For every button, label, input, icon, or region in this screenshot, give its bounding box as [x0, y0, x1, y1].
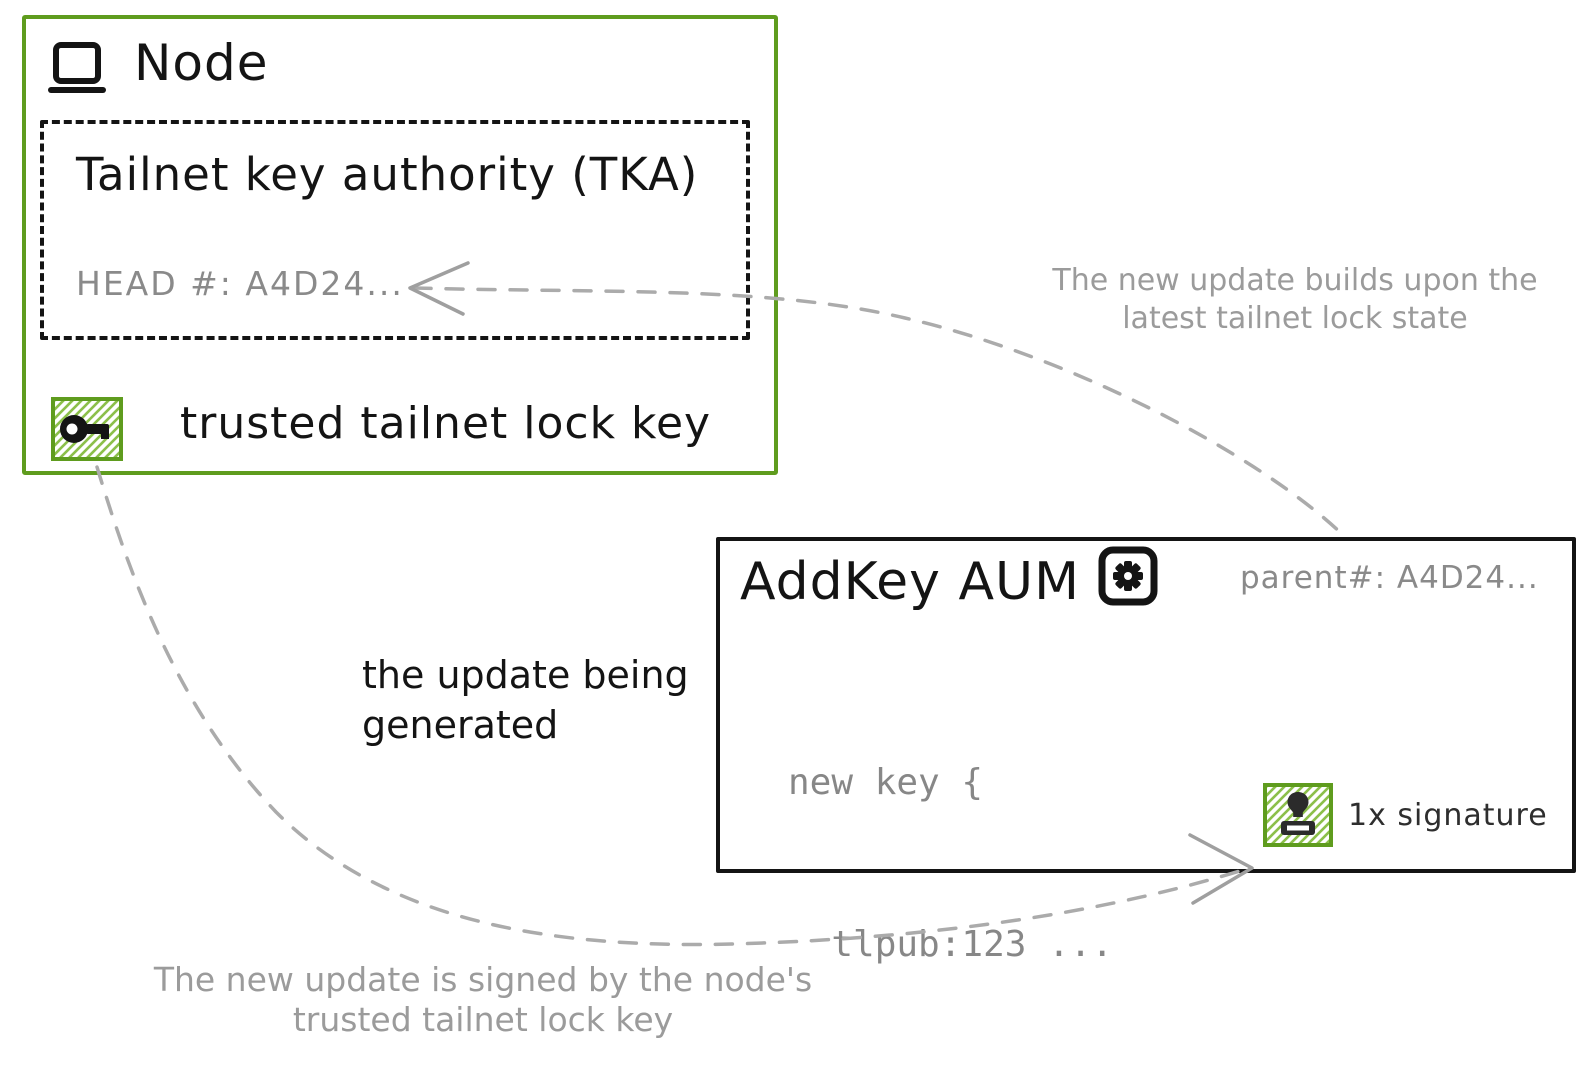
tka-head-hash: HEAD #: A4D24... [76, 264, 404, 303]
trusted-lock-key-label: trusted tailnet lock key [180, 398, 712, 449]
annotation-line: latest tailnet lock state [1122, 301, 1468, 336]
code-line: new key { [788, 762, 984, 803]
code-line: tlpub:123 ... [788, 924, 1114, 965]
aum-box-title: AddKey AUM [740, 552, 1080, 612]
annotation-builds-upon: The new update builds upon the latest ta… [1040, 262, 1550, 338]
tka-box-title: Tailnet key authority (TKA) [76, 148, 699, 201]
aum-parent-hash: parent#: A4D24... [1240, 560, 1539, 596]
key-icon [51, 397, 123, 461]
annotation-line: The new update is signed by the node's [153, 960, 813, 999]
annotation-line: trusted tailnet lock key [292, 1000, 674, 1039]
annotation-line: the update being [362, 653, 689, 697]
signature-count-label: 1x signature [1348, 798, 1548, 833]
node-box-title: Node [134, 34, 269, 92]
stamp-icon [1263, 783, 1333, 847]
annotation-signed-by: The new update is signed by the node's t… [130, 960, 836, 1040]
annotation-update-generated: the update being generated [362, 650, 722, 750]
laptop-icon [48, 42, 106, 93]
annotation-line: generated [362, 703, 559, 747]
gear-icon [1098, 546, 1158, 606]
annotation-line: The new update builds upon the [1052, 263, 1538, 298]
aum-code-block: new key { tlpub:123 ... } [788, 648, 1113, 1068]
